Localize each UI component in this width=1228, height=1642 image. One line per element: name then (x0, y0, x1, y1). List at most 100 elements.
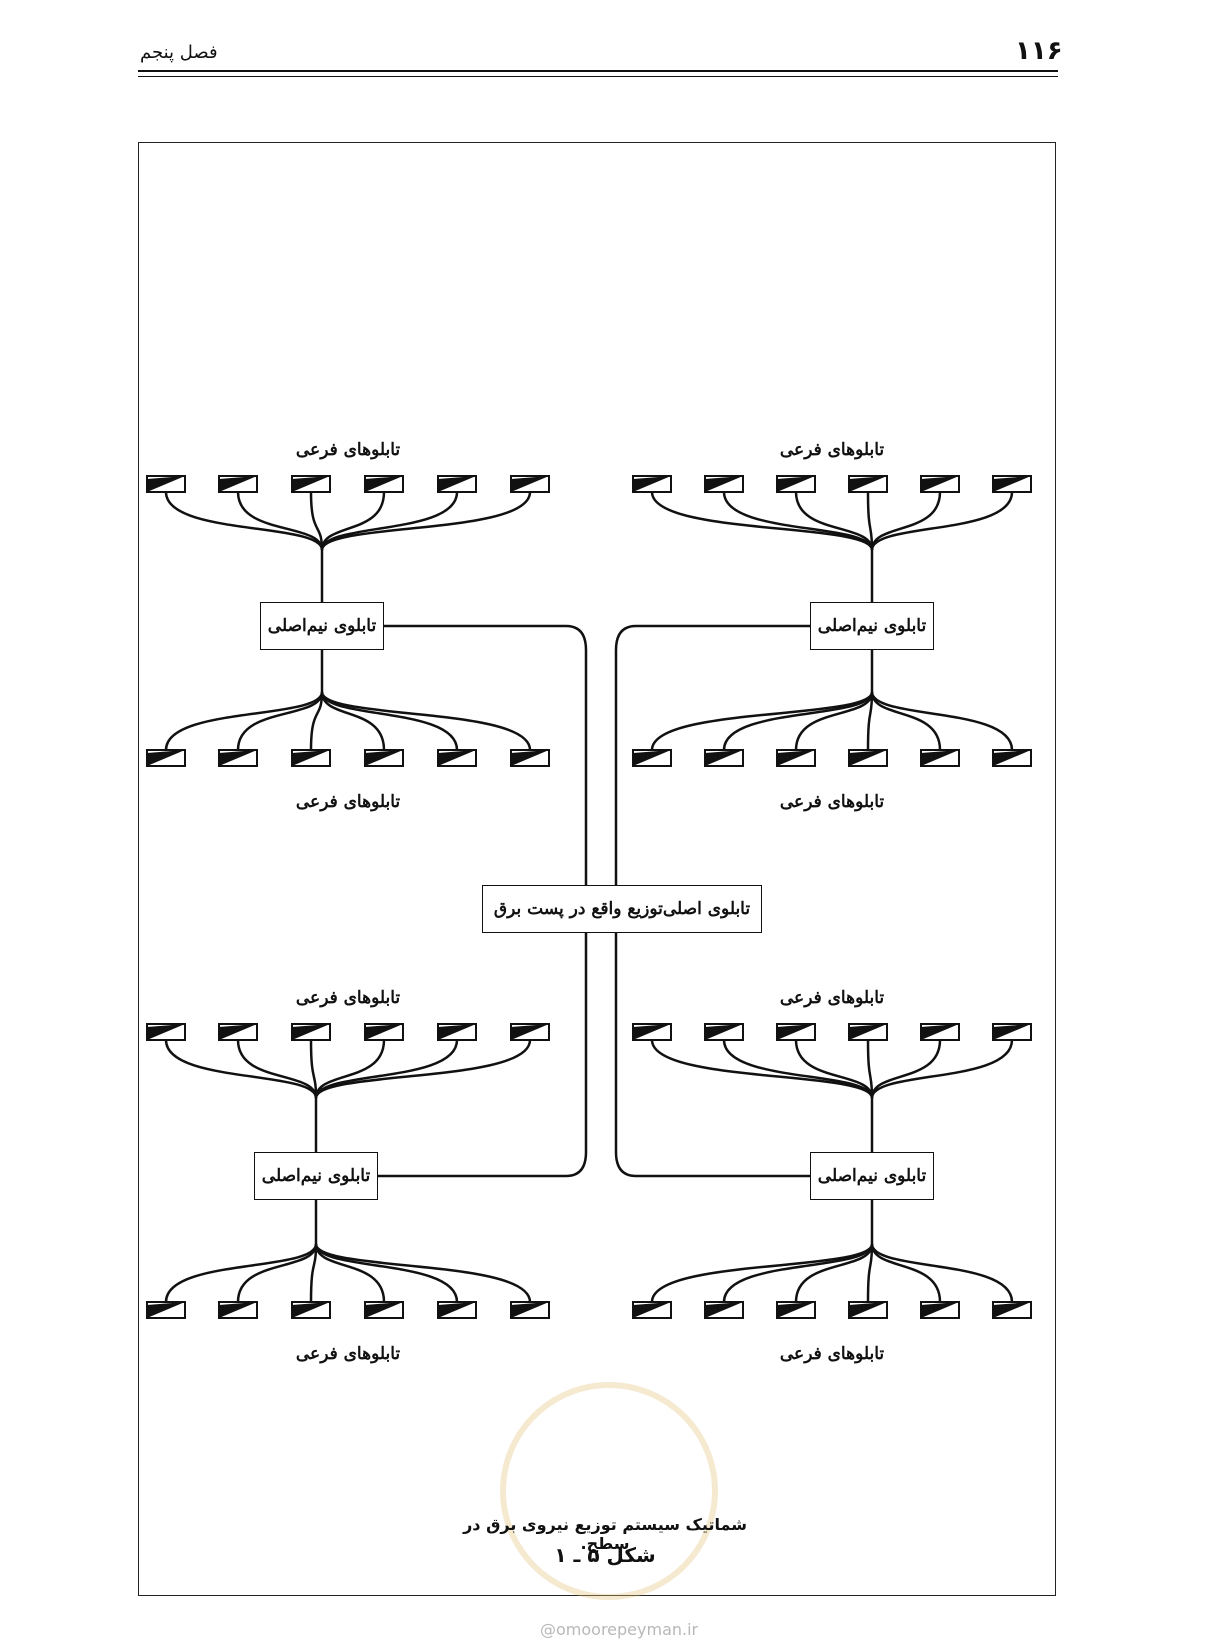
top-left-top-sub-panels-label: تابلوهای فرعی (295, 440, 401, 460)
bottom-right-bottom-sub-panel-1 (632, 1301, 672, 1319)
top-left-bottom-branch-6 (320, 691, 532, 751)
main-distribution-board: تابلوی اصلی‌توزیع واقع در پست برق (482, 885, 762, 933)
bottom-right-bottom-branch-4 (866, 1243, 874, 1303)
page-number: ۱۱۶ (1015, 36, 1063, 66)
bottom-right-bottom-sub-panel-2 (704, 1301, 744, 1319)
top-right-bottom-sub-panel-4 (848, 749, 888, 767)
top-right-bottom-branch-4 (866, 691, 874, 751)
top-left-top-sub-panel-1 (146, 475, 186, 493)
bottom-right-bottom-branch-5 (870, 1243, 942, 1303)
top-right-bottom-sub-panel-6 (992, 749, 1032, 767)
bottom-left-sub-main-board: تابلوی نیم‌اصلی (254, 1152, 378, 1200)
chapter-title: فصل پنجم (140, 42, 218, 63)
top-right-top-branch-5 (870, 491, 942, 551)
top-right-sub-main-board-label: تابلوی نیم‌اصلی (817, 616, 927, 636)
bottom-left-top-sub-panel-2 (218, 1023, 258, 1041)
bottom-left-bottom-branch-5 (314, 1243, 459, 1303)
top-left-bottom-branch-3 (309, 691, 324, 751)
figure-number: شکل ۵ ـ ۱ (554, 1543, 656, 1567)
top-left-bottom-branch-2 (236, 691, 324, 751)
bottom-right-top-sub-panel-1 (632, 1023, 672, 1041)
bottom-right-bottom-sub-panels-label: تابلوهای فرعی (779, 1344, 885, 1364)
bottom-right-top-sub-panel-2 (704, 1023, 744, 1041)
top-right-top-sub-panel-3 (776, 475, 816, 493)
top-left-bottom-sub-panel-2 (218, 749, 258, 767)
bottom-right-bottom-sub-panel-4 (848, 1301, 888, 1319)
top-right-top-branch-3 (794, 491, 874, 551)
bottom-left-top-branch-1 (164, 1039, 318, 1099)
bottom-left-top-sub-panel-4 (364, 1023, 404, 1041)
top-left-top-sub-panel-3 (291, 475, 331, 493)
top-left-top-branch-6 (320, 491, 532, 551)
top-right-top-branch-1 (650, 491, 874, 551)
bottom-right-bottom-sub-panel-3 (776, 1301, 816, 1319)
top-left-top-branch-5 (320, 491, 459, 551)
bottom-right-top-branch-5 (870, 1039, 942, 1099)
top-right-bottom-sub-panel-1 (632, 749, 672, 767)
top-right-bottom-sub-panels-label: تابلوهای فرعی (779, 792, 885, 812)
bottom-left-bottom-sub-panel-2 (218, 1301, 258, 1319)
bottom-left-top-sub-panel-3 (291, 1023, 331, 1041)
bottom-right-top-sub-panel-5 (920, 1023, 960, 1041)
bottom-left-top-branch-2 (236, 1039, 318, 1099)
main-distribution-board-label: تابلوی اصلی‌توزیع واقع در پست برق (493, 899, 751, 919)
top-left-top-branch-1 (164, 491, 324, 551)
top-right-top-sub-panel-1 (632, 475, 672, 493)
watermark-site: @omoorepeyman.ir (540, 1620, 699, 1639)
bottom-left-bottom-branch-3 (309, 1243, 318, 1303)
top-left-top-branch-2 (236, 491, 324, 551)
bottom-right-top-branch-2 (722, 1039, 874, 1099)
top-right-bottom-branch-5 (870, 691, 942, 751)
top-right-top-sub-panel-2 (704, 475, 744, 493)
bottom-right-bottom-branch-2 (722, 1243, 874, 1303)
bottom-left-bottom-sub-panels-label: تابلوهای فرعی (295, 1344, 401, 1364)
bottom-left-bottom-branch-1 (164, 1243, 318, 1303)
bottom-right-sub-main-board-label: تابلوی نیم‌اصلی (817, 1166, 927, 1186)
bottom-right-top-branch-1 (650, 1039, 874, 1099)
bottom-right-top-sub-panel-4 (848, 1023, 888, 1041)
top-right-bottom-branch-2 (722, 691, 874, 751)
top-right-top-sub-panel-6 (992, 475, 1032, 493)
top-left-bottom-sub-panel-6 (510, 749, 550, 767)
bottom-right-sub-main-board: تابلوی نیم‌اصلی (810, 1152, 934, 1200)
top-right-top-sub-panel-4 (848, 475, 888, 493)
top-right-top-branch-6 (870, 491, 1014, 551)
figure-caption: شماتیک سیستم توزیع نیروی برق در سطح. (463, 1515, 747, 1553)
top-right-top-sub-panels-label: تابلوهای فرعی (779, 440, 885, 460)
bottom-left-top-sub-panel-1 (146, 1023, 186, 1041)
bottom-left-bottom-sub-panel-6 (510, 1301, 550, 1319)
bottom-right-top-sub-panel-6 (992, 1023, 1032, 1041)
bottom-right-top-branch-6 (870, 1039, 1014, 1099)
bottom-left-sub-main-board-label: تابلوی نیم‌اصلی (261, 1166, 371, 1186)
top-right-bottom-sub-panel-2 (704, 749, 744, 767)
top-left-feeder-line (384, 624, 588, 885)
top-left-bottom-sub-panel-1 (146, 749, 186, 767)
bottom-left-bottom-branch-2 (236, 1243, 318, 1303)
top-right-bottom-branch-6 (870, 691, 1014, 751)
top-left-top-sub-panel-5 (437, 475, 477, 493)
top-left-bottom-sub-panels-label: تابلوهای فرعی (295, 792, 401, 812)
bottom-right-bottom-branch-1 (650, 1243, 874, 1303)
bottom-left-bottom-branch-4 (314, 1243, 386, 1303)
top-right-top-branch-2 (722, 491, 874, 551)
bottom-left-top-branch-5 (314, 1039, 459, 1099)
top-left-bottom-branch-1 (164, 691, 324, 751)
top-left-top-sub-panel-4 (364, 475, 404, 493)
top-left-top-sub-panel-6 (510, 475, 550, 493)
bottom-left-top-branch-3 (309, 1039, 318, 1099)
top-left-bottom-branch-4 (320, 691, 386, 751)
header-rule (138, 70, 1058, 72)
top-left-sub-main-board: تابلوی نیم‌اصلی (260, 602, 384, 650)
bottom-left-bottom-sub-panel-4 (364, 1301, 404, 1319)
top-left-bottom-sub-panel-5 (437, 749, 477, 767)
bottom-right-top-sub-panels-label: تابلوهای فرعی (779, 988, 885, 1008)
top-left-top-branch-4 (320, 491, 386, 551)
top-left-sub-main-board-label: تابلوی نیم‌اصلی (267, 616, 377, 636)
top-right-sub-main-board: تابلوی نیم‌اصلی (810, 602, 934, 650)
bottom-left-top-sub-panels-label: تابلوهای فرعی (295, 988, 401, 1008)
bottom-right-top-branch-3 (794, 1039, 874, 1099)
top-right-bottom-sub-panel-3 (776, 749, 816, 767)
top-right-bottom-branch-3 (794, 691, 874, 751)
bottom-left-top-branch-4 (314, 1039, 386, 1099)
bottom-right-bottom-branch-6 (870, 1243, 1014, 1303)
